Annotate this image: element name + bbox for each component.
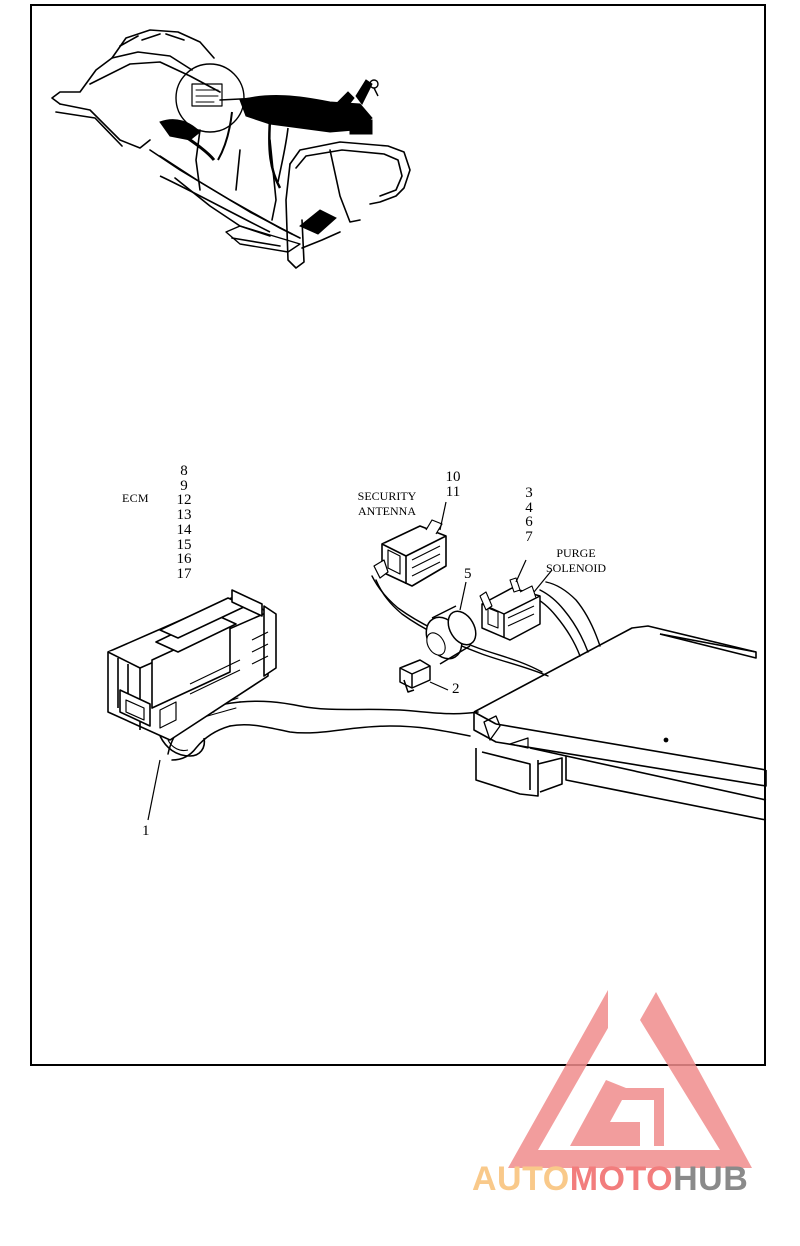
ecm-connector: [107, 589, 277, 757]
ecm-callout-8: 8: [180, 463, 188, 479]
ecm-callout-13: 13: [176, 507, 192, 524]
watermark-moto: MOTO: [569, 1160, 674, 1198]
security-antenna-line1: SECURITY: [357, 489, 417, 503]
purge-callout-4: 4: [525, 499, 533, 516]
overview-harness: [159, 79, 379, 235]
antenna-callout-10: 10: [445, 469, 461, 485]
figure-frame: [30, 4, 766, 1066]
grommet-item-5: [425, 605, 477, 665]
purge-solenoid-line2: SOLENOID: [546, 561, 606, 575]
callout-2: 2: [452, 681, 460, 697]
overview-frame-drawing: [51, 29, 411, 269]
ecm-label: ECM: [122, 491, 149, 505]
purge-callout-3: 3: [525, 485, 533, 501]
security-antenna-label: SECURITY ANTENNA: [350, 489, 424, 519]
purge-callout-6: 6: [525, 514, 533, 531]
ecm-callout-17: 17: [176, 565, 192, 582]
purge-solenoid-connector: [479, 577, 541, 641]
ecm-callout-9: 9: [180, 477, 188, 494]
callout-5: 5: [464, 566, 472, 582]
purge-solenoid-label: PURGE SOLENOID: [540, 546, 612, 576]
watermark-hub: HUB: [673, 1160, 749, 1198]
security-antenna-connector: [373, 519, 447, 587]
purge-callout-7: 7: [525, 529, 533, 546]
ecm-callout-14: 14: [176, 521, 192, 538]
leader-lines: [147, 501, 553, 821]
watermark-text: AUTOMOTOHUB: [472, 1162, 748, 1196]
clip-item-2: [399, 659, 431, 693]
watermark-auto: AUTO: [472, 1160, 570, 1198]
ecm-callout-12: 12: [176, 492, 192, 509]
purge-solenoid-line1: PURGE: [556, 546, 596, 560]
watermark-logo: [508, 990, 752, 1168]
ecm-callout-16: 16: [176, 551, 192, 568]
harness-trough: [473, 625, 767, 821]
ecm-callout-15: 15: [176, 536, 192, 553]
antenna-callout-11: 11: [445, 483, 461, 500]
security-antenna-line2: ANTENNA: [358, 504, 416, 518]
callout-1: 1: [142, 823, 150, 839]
